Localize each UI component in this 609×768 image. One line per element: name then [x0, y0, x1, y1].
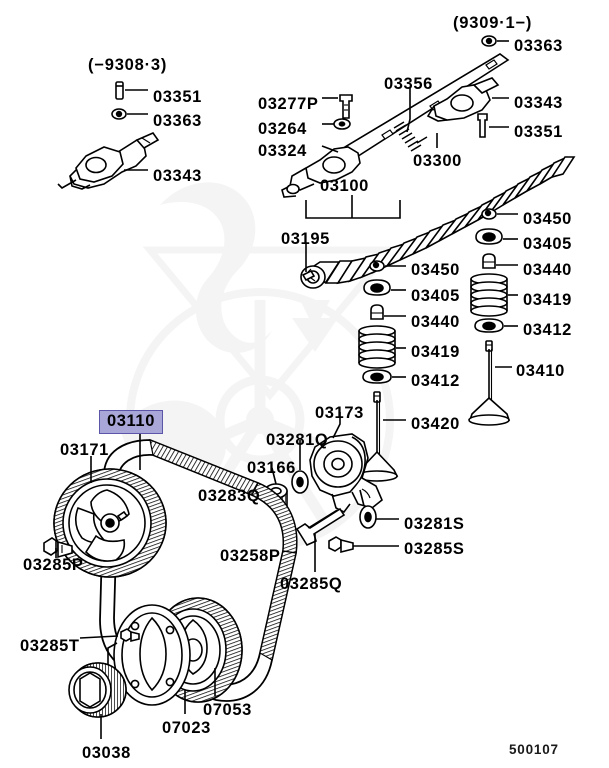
part-label-07023[interactable]: 07023	[162, 719, 211, 737]
part-label-03351-a[interactable]: 03351	[153, 88, 202, 106]
part-label-03440-b[interactable]: 03440	[523, 261, 572, 279]
leaders-bottom	[55, 432, 216, 739]
part-03363-right	[481, 35, 497, 47]
part-label-03285Q[interactable]: 03285Q	[280, 575, 343, 593]
part-label-03405-b[interactable]: 03405	[523, 235, 572, 253]
part-03285P-bolt	[43, 537, 73, 559]
part-label-03412-a[interactable]: 03412	[411, 372, 460, 390]
part-label-03419-b[interactable]: 03419	[523, 291, 572, 309]
part-label-03281Q[interactable]: 03281Q	[266, 431, 329, 449]
part-03264-washer	[333, 118, 351, 130]
part-03281S-washer	[359, 505, 377, 529]
part-03173-tensioner	[309, 433, 383, 514]
highlighted-part-03110[interactable]: 03110	[99, 410, 163, 434]
part-label-03450-a[interactable]: 03450	[411, 261, 460, 279]
part-03285Q-bolt	[295, 507, 346, 547]
part-label-03285S[interactable]: 03285S	[404, 540, 465, 558]
leaders-tensioner	[219, 412, 399, 572]
leaders-top-left	[124, 89, 148, 171]
part-03281Q-washer	[291, 470, 309, 494]
header-pre-9308: (−9308·3)	[88, 56, 168, 74]
part-03300-rocker-shaft	[281, 53, 510, 198]
part-03038-crank-pulley	[68, 662, 127, 718]
part-label-03166[interactable]: 03166	[247, 459, 296, 477]
part-label-03171[interactable]: 03171	[60, 441, 109, 459]
part-label-03285P[interactable]: 03285P	[23, 556, 84, 574]
part-label-03300[interactable]: 03300	[413, 152, 462, 170]
leaders-top-right	[321, 40, 509, 153]
part-label-03277P[interactable]: 03277P	[258, 95, 319, 113]
part-03277P-bolt	[339, 94, 353, 119]
part-03100-camshaft	[300, 156, 576, 289]
part-label-03363-a[interactable]: 03363	[153, 112, 202, 130]
part-label-03450-b[interactable]: 03450	[523, 210, 572, 228]
part-label-03343-b[interactable]: 03343	[514, 94, 563, 112]
part-label-03412-b[interactable]: 03412	[523, 321, 572, 339]
part-label-03440-a[interactable]: 03440	[411, 313, 460, 331]
part-label-03281S[interactable]: 03281S	[404, 515, 465, 533]
valve-train-column-b	[468, 208, 511, 426]
part-03195-key	[301, 269, 316, 282]
part-label-03258P[interactable]: 03258P	[220, 547, 281, 565]
drawing-number: 500107	[509, 742, 559, 757]
part-label-03356[interactable]: 03356	[384, 75, 433, 93]
part-label-03419-a[interactable]: 03419	[411, 343, 460, 361]
part-label-03324[interactable]: 03324	[258, 142, 307, 160]
part-03285S-bolt	[328, 536, 354, 554]
part-03343-left	[57, 81, 160, 190]
part-label-03283Q[interactable]: 03283Q	[198, 487, 261, 505]
part-03351-right	[477, 113, 488, 138]
part-label-03343-a[interactable]: 03343	[153, 167, 202, 185]
part-label-03351-b[interactable]: 03351	[514, 123, 563, 141]
part-label-03410[interactable]: 03410	[516, 362, 565, 380]
part-label-03285T[interactable]: 03285T	[20, 637, 80, 655]
leaders-valves	[383, 213, 518, 421]
part-label-03195[interactable]: 03195	[281, 230, 330, 248]
part-label-03363-b[interactable]: 03363	[514, 37, 563, 55]
part-label-03264[interactable]: 03264	[258, 120, 307, 138]
part-label-03038[interactable]: 03038	[82, 744, 131, 762]
part-label-03420[interactable]: 03420	[411, 415, 460, 433]
part-03171-cam-sprocket	[53, 468, 167, 578]
valve-train-column-a	[355, 260, 399, 482]
part-label-07053[interactable]: 07053	[203, 701, 252, 719]
part-03285T-bolt	[120, 628, 140, 643]
part-label-03405-a[interactable]: 03405	[411, 287, 460, 305]
part-label-03173[interactable]: 03173	[315, 404, 364, 422]
part-label-03100[interactable]: 03100	[320, 177, 369, 195]
leaders-camshaft	[305, 195, 401, 272]
header-post-9309: (9309·1−)	[453, 14, 533, 32]
